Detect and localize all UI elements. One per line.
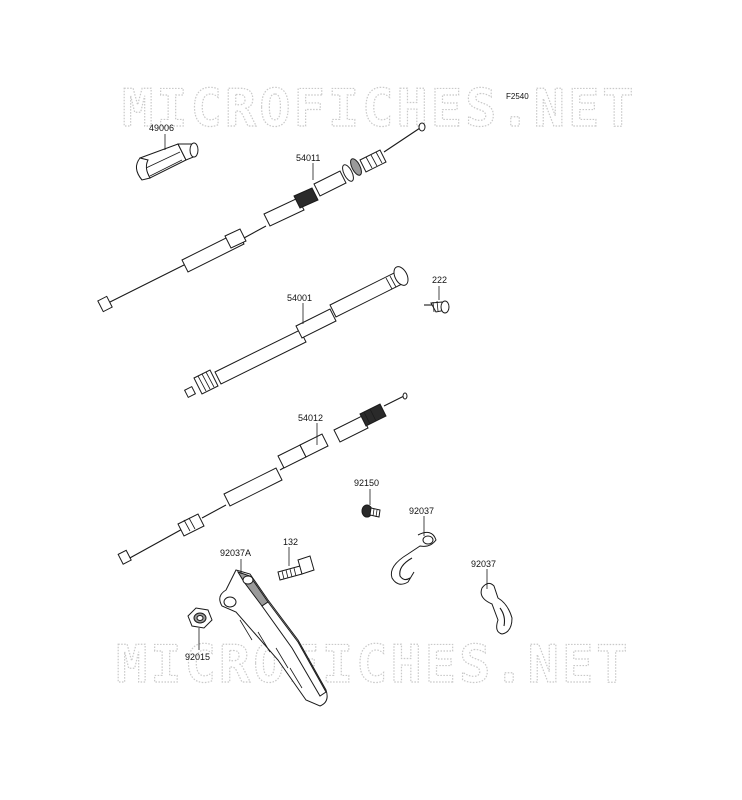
- watermark-top: MICROFICHES.NET: [122, 79, 637, 139]
- part-label-92037-upper: 92037: [409, 506, 434, 516]
- part-92150-drawing: [361, 504, 381, 518]
- figure-code: F2540: [506, 92, 529, 101]
- part-label-54012: 54012: [298, 413, 323, 423]
- part-label-92150: 92150: [354, 478, 379, 488]
- part-label-92015: 92015: [185, 652, 210, 662]
- part-label-54011: 54011: [296, 153, 320, 163]
- part-54011-drawing: [97, 122, 426, 313]
- part-label-92037A: 92037A: [220, 548, 251, 558]
- part-label-92037-right: 92037: [471, 559, 496, 569]
- part-label-54001: 54001: [287, 293, 312, 303]
- part-54012-drawing: [117, 392, 408, 565]
- part-222-drawing: [424, 300, 450, 314]
- part-92037A-drawing: [219, 569, 328, 707]
- part-label-222: 222: [432, 275, 447, 285]
- watermark-bottom: MICROFICHES.NET: [116, 635, 631, 695]
- part-label-49006: 49006: [149, 123, 174, 133]
- part-label-132: 132: [283, 537, 298, 547]
- part-92037-right-drawing: [480, 582, 513, 635]
- part-54001-drawing: [183, 266, 409, 399]
- part-49006-drawing: [136, 142, 199, 181]
- part-132-drawing: [277, 555, 315, 581]
- part-92037-upper-drawing: [390, 531, 437, 585]
- part-92015-drawing: [187, 607, 213, 629]
